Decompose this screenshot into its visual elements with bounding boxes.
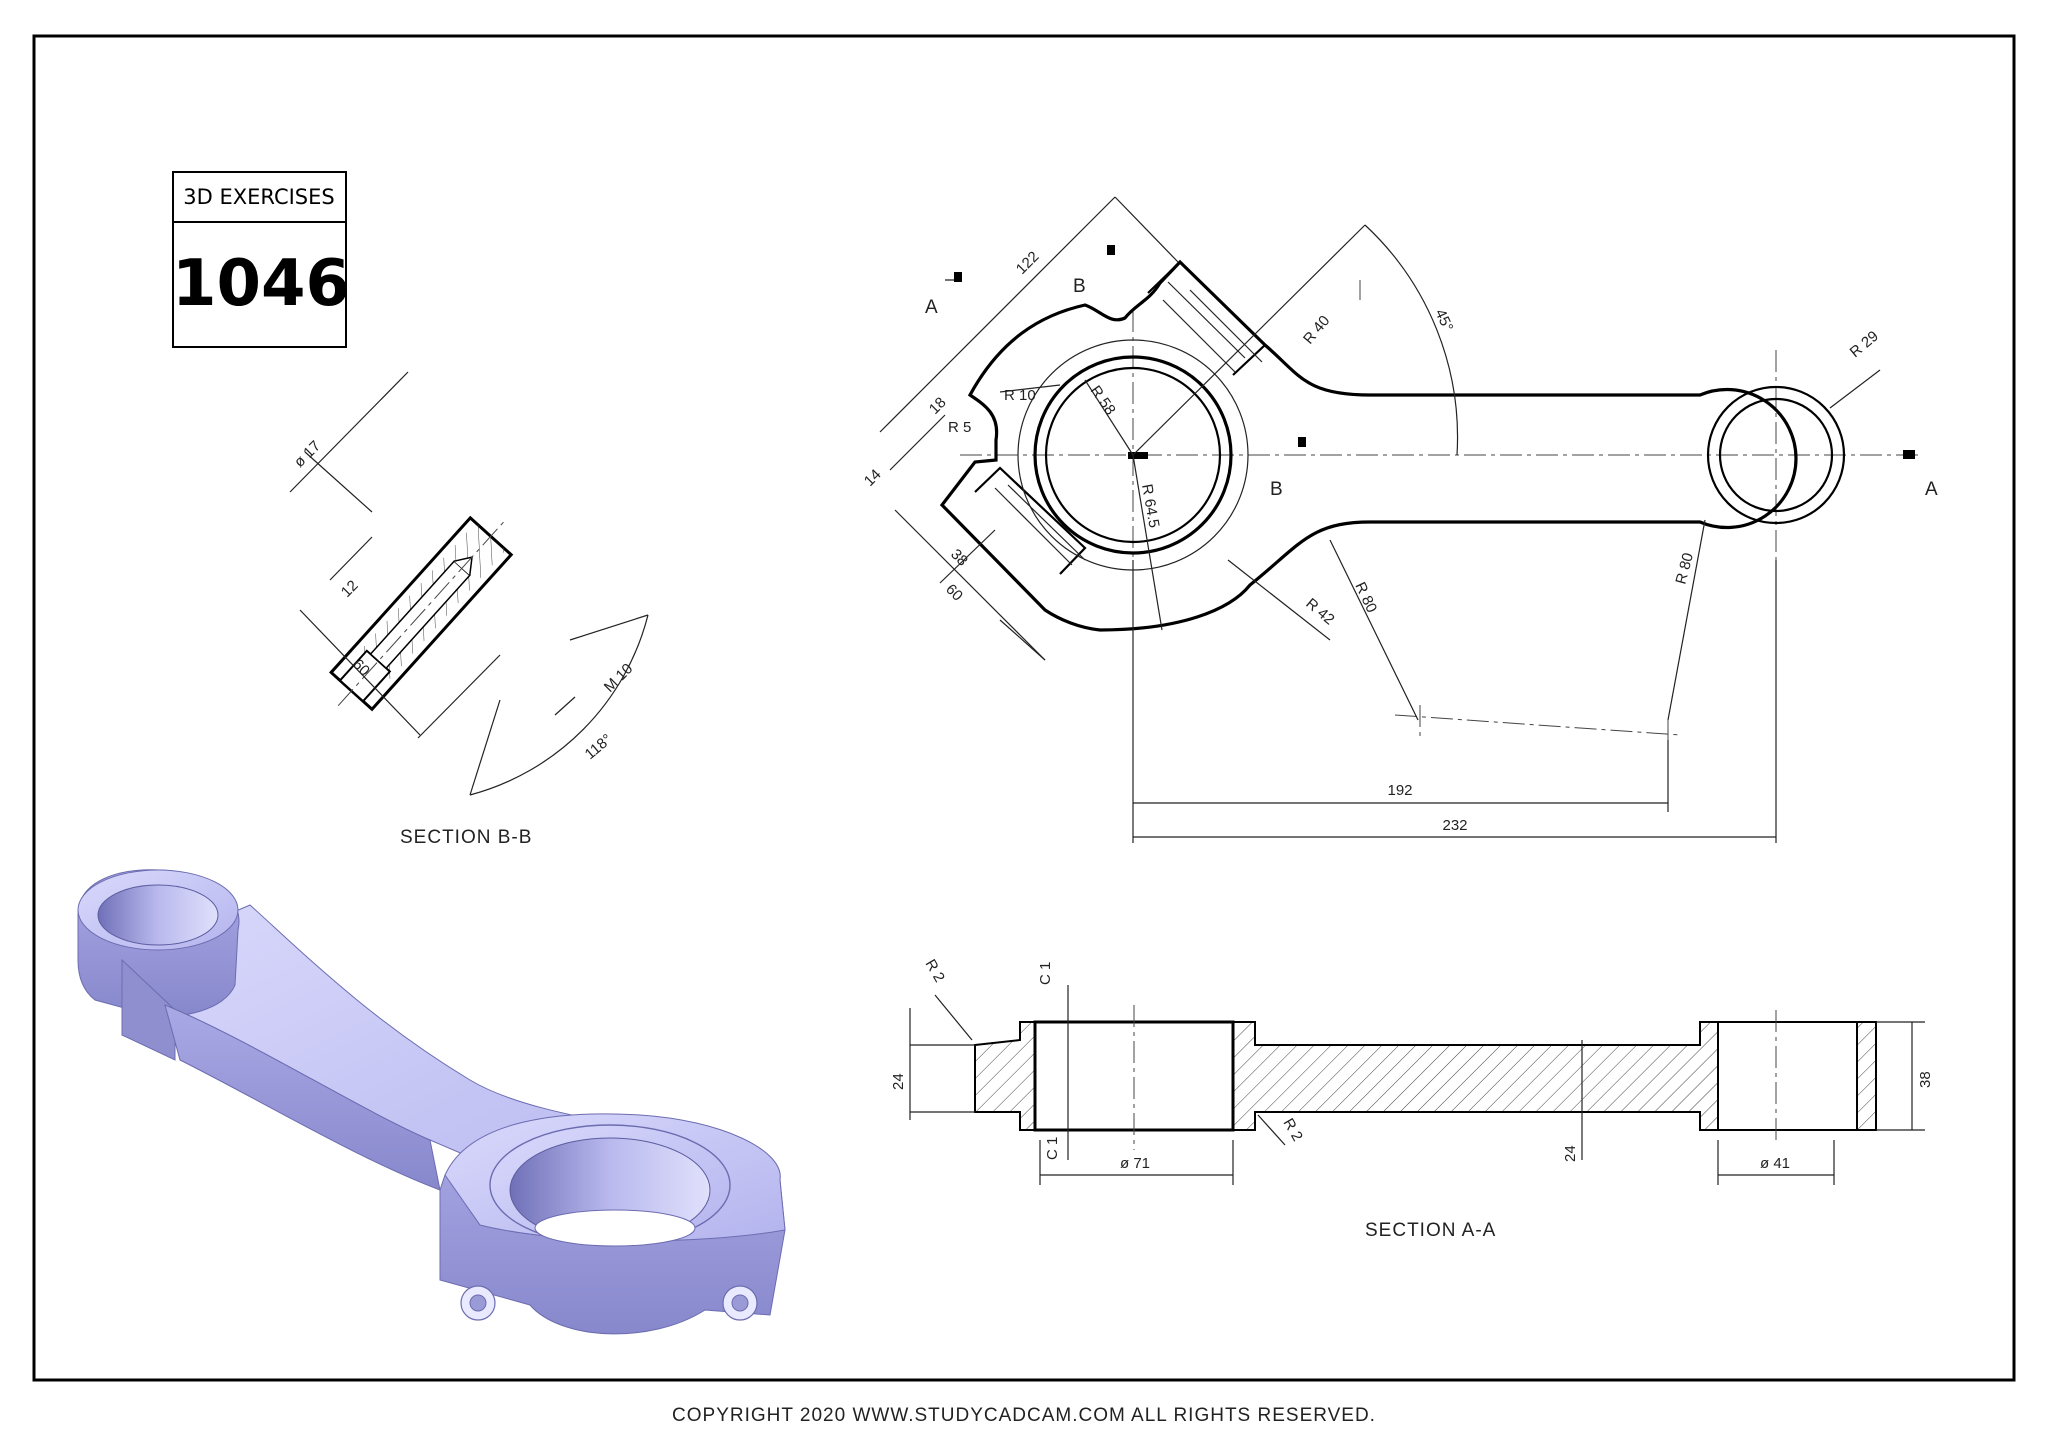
big-end-bore-outer [1033,355,1233,555]
rod-outline [939,259,1798,632]
svg-text:45°: 45° [1431,307,1456,335]
svg-text:R 58: R 58 [1087,383,1119,419]
svg-text:38: 38 [1917,1071,1934,1088]
section-bb-dims: ø 17 12 60 M 10 118° SECTION B-B [289,371,649,848]
section-marker-b-top: B [1073,245,1115,297]
dim-bb-m10: M 10 [601,660,637,696]
svg-text:C 1: C 1 [1037,962,1054,985]
svg-text:B: B [1270,479,1284,500]
section-marker-a-right: A [1903,450,1939,500]
svg-text:R 29: R 29 [1847,328,1882,361]
small-end-bore [1718,397,1834,513]
section-aa-label: SECTION A-A [1365,1220,1496,1241]
svg-text:A: A [925,297,939,318]
top-view: A B B A 122 [861,196,1939,843]
title-heading: 3D EXERCISES [183,185,334,209]
section-marker-b-bottom: B [1270,437,1306,500]
title-block: 3D EXERCISES 1046 [172,171,350,348]
section-bb-view [329,515,514,712]
svg-text:60: 60 [942,581,966,605]
svg-text:24: 24 [1562,1145,1579,1162]
svg-text:R 64.5: R 64.5 [1138,483,1162,529]
section-marker-a-left: A [925,272,962,318]
svg-text:C 1: C 1 [1044,1137,1061,1160]
svg-text:R 42: R 42 [1302,595,1337,628]
svg-text:R 5: R 5 [948,419,971,436]
dim-bb-118: 118° [582,731,616,763]
svg-text:R 80: R 80 [1351,580,1380,616]
section-aa-view: R 2 C 1 24 C 1 ø 71 R 2 24 ø 41 38 SECTI… [890,957,1934,1242]
dim-bb-12: 12 [338,577,362,601]
svg-text:18: 18 [926,394,950,418]
exercise-number: 1046 [172,247,350,321]
svg-text:ø 41: ø 41 [1760,1155,1790,1172]
svg-text:14: 14 [861,466,885,490]
svg-text:R 2: R 2 [1280,1116,1306,1145]
svg-text:B: B [1073,276,1087,297]
dim-bb-17: ø 17 [291,438,324,471]
big-end-bore-inner [1044,366,1222,544]
svg-text:R 40: R 40 [1300,312,1333,347]
svg-text:ø 71: ø 71 [1120,1155,1150,1172]
sheet-border [32,34,2016,1382]
isometric-model [77,869,786,1335]
copyright-footer: COPYRIGHT 2020 WWW.STUDYCADCAM.COM ALL R… [672,1405,1376,1426]
svg-text:232: 232 [1442,817,1467,834]
svg-text:R 10: R 10 [1004,387,1036,404]
svg-text:24: 24 [890,1073,907,1090]
section-bb-label: SECTION B-B [400,827,532,848]
svg-text:R 2: R 2 [922,957,948,986]
svg-text:192: 192 [1387,782,1412,799]
svg-text:A: A [1925,479,1939,500]
